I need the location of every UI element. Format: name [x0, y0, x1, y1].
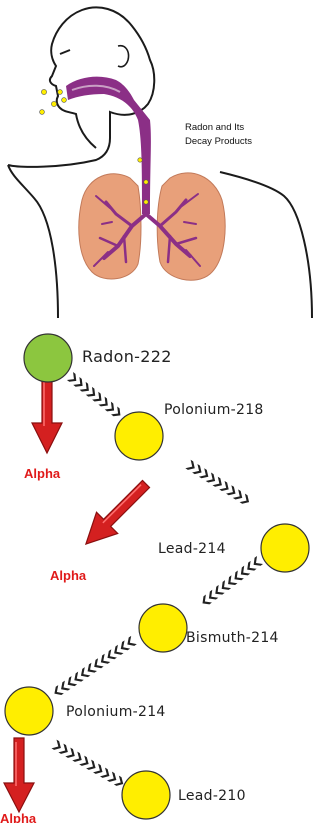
- decay-arrow-po218-pb214: [185, 460, 251, 507]
- alpha-label-2: Alpha: [50, 568, 87, 583]
- nuclide-label-lead-210: Lead-210: [178, 788, 246, 804]
- nuclide-label-radon-222: Radon-222: [82, 347, 172, 366]
- nuclide-circle-lead-214: [261, 524, 309, 572]
- decay-chain: Alpha Alpha Alpha Radon-222 Polonium-218…: [0, 334, 309, 823]
- nuclide-circle-radon-222: [24, 334, 72, 382]
- alpha-label-1: Alpha: [24, 466, 61, 481]
- nuclide-label-polonium-214: Polonium-214: [66, 704, 166, 720]
- nuclide-label-lead-214: Lead-214: [158, 541, 226, 557]
- alpha-arrow-3: [4, 738, 34, 812]
- alpha-label-3: Alpha: [0, 811, 37, 823]
- nuclide-circle-polonium-218: [115, 412, 163, 460]
- right-lung: [157, 173, 225, 280]
- human-figure: Radon and Its Decay Products: [8, 7, 312, 318]
- alpha-arrow-2: [75, 473, 156, 554]
- decay-arrow-po214-pb210: [52, 740, 126, 789]
- annotation-line-1: Radon and Its: [185, 122, 244, 133]
- decay-arrow-bi214-po214: [52, 636, 137, 698]
- decay-arrow-pb214-bi214: [199, 556, 263, 607]
- head-torso-outline: [8, 7, 312, 318]
- nuclide-circle-lead-210: [122, 771, 170, 819]
- eye: [60, 50, 70, 54]
- nuclide-circle-bismuth-214: [139, 604, 187, 652]
- nuclide-label-bismuth-214: Bismuth-214: [186, 630, 279, 646]
- decay-arrow-rn222-po218: [67, 372, 124, 419]
- ear: [118, 46, 129, 67]
- annotation-line-2: Decay Products: [185, 136, 252, 147]
- nuclide-label-polonium-218: Polonium-218: [164, 402, 264, 418]
- nuclide-circle-polonium-214: [5, 687, 53, 735]
